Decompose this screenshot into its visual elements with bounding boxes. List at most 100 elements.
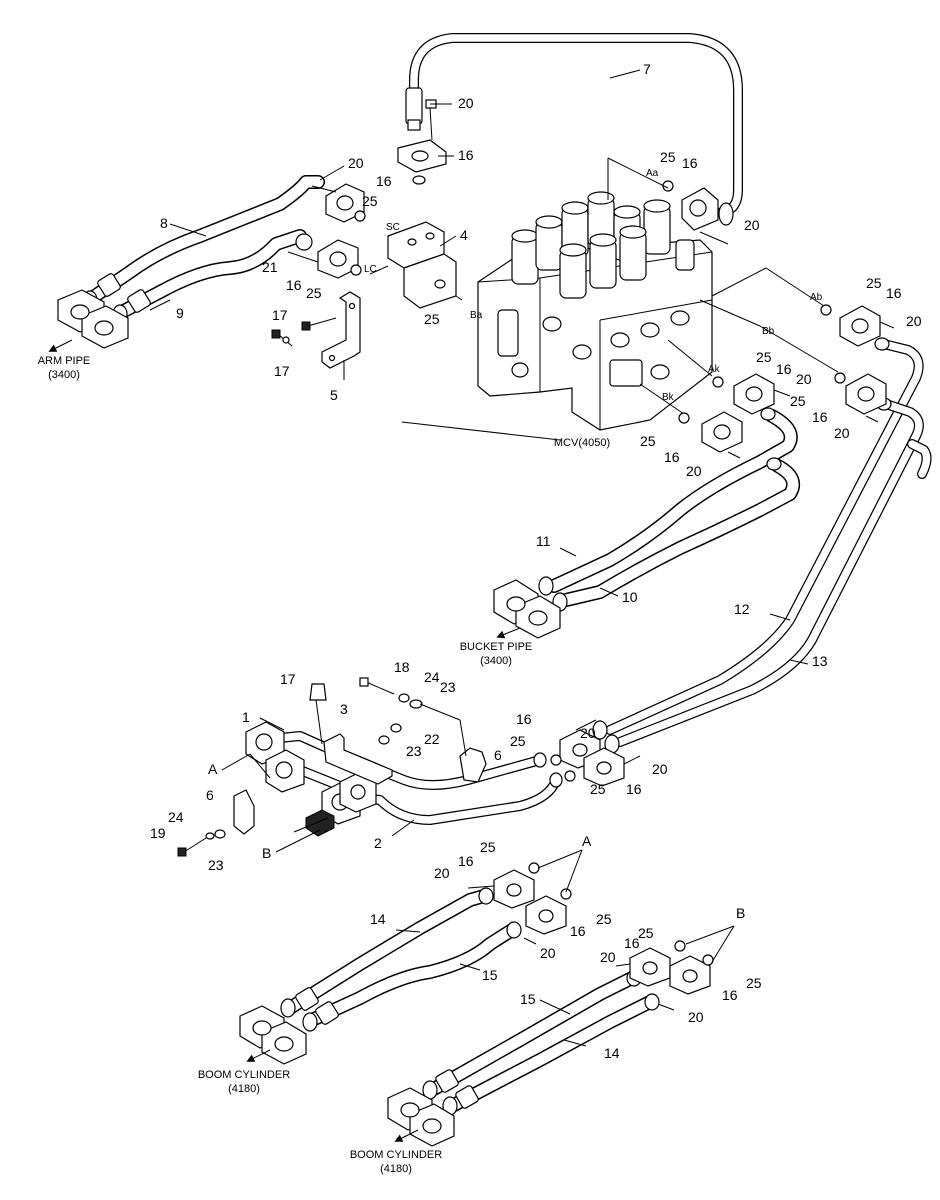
callout-6: 6 xyxy=(494,747,502,763)
bucket-pipe-code: (3400) xyxy=(480,655,512,667)
boom-cylinder-code-a: (4180) xyxy=(228,1083,260,1095)
callout-6: 6 xyxy=(206,787,214,803)
b-leader-lower xyxy=(685,925,735,963)
port-bk: Bk xyxy=(662,392,675,403)
mcv-caption: MCV(4050) xyxy=(554,437,610,449)
flanges-pipe-12-top xyxy=(820,304,895,423)
callout-16: 16 xyxy=(664,449,680,465)
hose-8-9 xyxy=(82,175,325,324)
callout-25: 25 xyxy=(590,781,606,797)
callout-25: 25 xyxy=(424,311,440,327)
callout-20: 20 xyxy=(744,217,760,233)
callout-20: 20 xyxy=(458,95,474,111)
port-leaders xyxy=(369,157,839,415)
callout-24: 24 xyxy=(424,669,440,685)
callout-21: 21 xyxy=(262,259,278,275)
flanges-center xyxy=(550,719,641,787)
callout-9: 9 xyxy=(176,305,184,321)
callout-B: B xyxy=(262,845,271,861)
clamp-b xyxy=(293,809,335,837)
port-ak: Ak xyxy=(708,364,721,375)
pipe-7 xyxy=(405,33,743,217)
bolts-17 xyxy=(271,317,337,347)
callout-25: 25 xyxy=(306,285,322,301)
callout-7: 7 xyxy=(643,61,651,77)
callout-A: A xyxy=(208,761,218,777)
boom-cylinder-caption-a: BOOM CYLINDER xyxy=(198,1069,290,1081)
callout-23: 23 xyxy=(406,743,422,759)
port-sc: SC xyxy=(386,222,400,233)
callout-20: 20 xyxy=(796,371,812,387)
callout-5: 5 xyxy=(330,387,338,403)
callout-1: 1 xyxy=(242,709,250,725)
callout-17: 17 xyxy=(274,363,290,379)
callout-18: 18 xyxy=(394,659,410,675)
port-labels: Aa SC LC Ba Ab Bb Ak Bk xyxy=(364,168,823,403)
callout-23: 23 xyxy=(208,857,224,873)
callout-15: 15 xyxy=(520,991,536,1007)
bolt-18-washers xyxy=(359,677,467,757)
callout-16: 16 xyxy=(458,147,474,163)
callout-A: A xyxy=(582,833,592,849)
block-4 xyxy=(387,221,457,309)
flange-boom-cyl-b xyxy=(387,1087,455,1147)
callout-20: 20 xyxy=(834,425,850,441)
pipe-assy-flanges xyxy=(245,721,377,825)
callout-14: 14 xyxy=(604,1045,620,1061)
callout-25: 25 xyxy=(790,393,806,409)
callout-16: 16 xyxy=(722,987,738,1003)
bracket-5 xyxy=(321,291,361,369)
callout-12: 12 xyxy=(734,601,750,617)
callout-20: 20 xyxy=(906,313,922,329)
callout-25: 25 xyxy=(480,839,496,855)
callout-16: 16 xyxy=(516,711,532,727)
flange-7-right xyxy=(662,180,734,245)
callout-17: 17 xyxy=(272,307,288,323)
callout-leaders xyxy=(149,69,809,1047)
arm-pipe-code: (3400) xyxy=(48,369,80,381)
captions: ARM PIPE (3400) MCV(4050) BUCKET PIPE (3… xyxy=(38,355,610,1175)
port-aa: Aa xyxy=(646,168,659,179)
callout-4: 4 xyxy=(460,227,468,243)
a-leader-lower xyxy=(537,849,583,893)
callout-20: 20 xyxy=(540,945,556,961)
boom-cylinder-code-b: (4180) xyxy=(380,1163,412,1175)
callout-B: B xyxy=(736,905,745,921)
callout-20: 20 xyxy=(348,155,364,171)
bracket-3 xyxy=(309,683,393,785)
callout-16: 16 xyxy=(624,935,640,951)
callout-20: 20 xyxy=(686,463,702,479)
flange-hose8 xyxy=(287,183,366,279)
hoses-14-15-right xyxy=(422,969,660,1116)
callout-22: 22 xyxy=(424,731,440,747)
callout-20: 20 xyxy=(652,761,668,777)
callout-25: 25 xyxy=(660,149,676,165)
mcv-valve xyxy=(477,191,713,431)
callout-16: 16 xyxy=(376,173,392,189)
arrows xyxy=(48,339,521,1142)
callout-20: 20 xyxy=(600,949,616,965)
bracket-6 xyxy=(233,747,487,835)
callout-16: 16 xyxy=(886,285,902,301)
callout-16: 16 xyxy=(626,781,642,797)
boom-cylinder-caption-b: BOOM CYLINDER xyxy=(350,1149,442,1161)
callout-24: 24 xyxy=(168,809,184,825)
arm-pipe-caption: ARM PIPE xyxy=(38,355,91,367)
callout-2: 2 xyxy=(374,835,382,851)
callout-23: 23 xyxy=(440,679,456,695)
hoses-14-15-left xyxy=(280,887,522,1032)
callout-16: 16 xyxy=(812,409,828,425)
bucket-pipe-caption: BUCKET PIPE xyxy=(460,641,533,653)
flanges-14-15-top xyxy=(467,862,572,945)
flange-bucket-pipe xyxy=(493,579,561,639)
ab-leaders-upper xyxy=(221,753,321,853)
callout-16: 16 xyxy=(682,155,698,171)
callout-25: 25 xyxy=(638,925,654,941)
callout-25: 25 xyxy=(596,911,612,927)
callout-20: 20 xyxy=(434,865,450,881)
hose-10-11 xyxy=(538,407,800,612)
callout-16: 16 xyxy=(570,923,586,939)
port-ba: Ba xyxy=(470,310,483,321)
callout-25: 25 xyxy=(746,975,762,991)
